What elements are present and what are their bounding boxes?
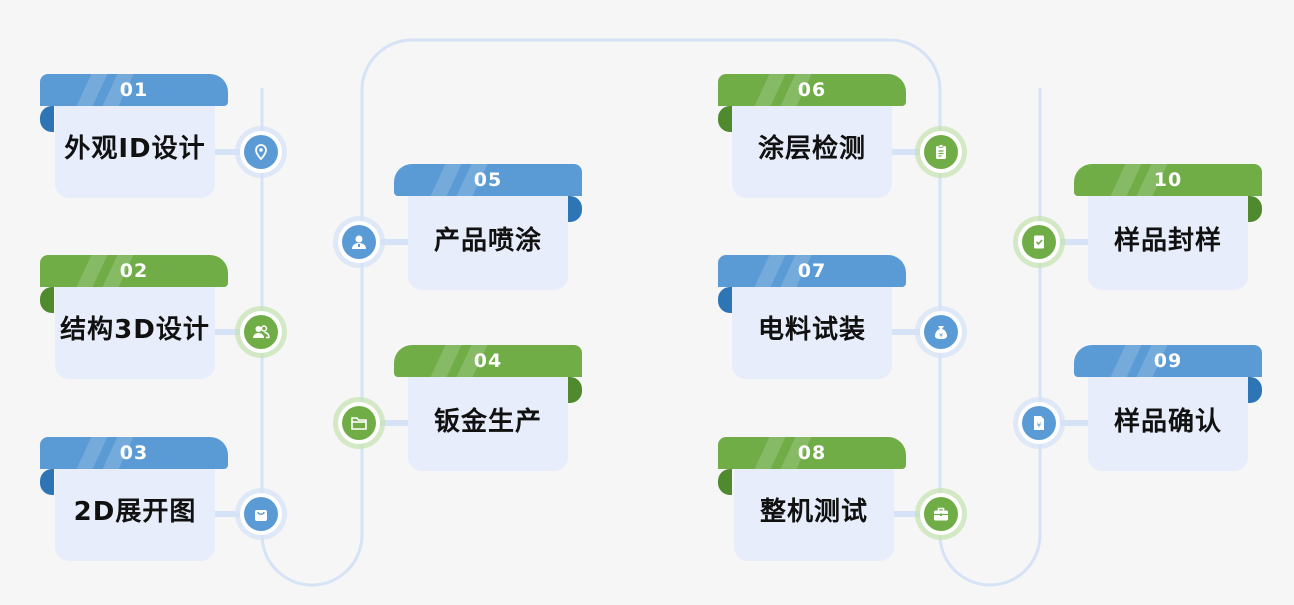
step-title: 整机测试 [759,496,868,527]
step-ribbon: 07 [718,255,906,287]
svg-text:¥: ¥ [1037,422,1042,430]
step-title: 样品确认 [1113,406,1222,437]
step-ribbon: 08 [718,437,906,469]
step-title: 2D展开图 [73,496,197,527]
step-ribbon: 09 [1074,345,1262,377]
step-node-10[interactable] [1018,221,1060,263]
ribbon-fold [718,287,732,313]
step-node-01[interactable] [240,131,282,173]
clipboard-icon [936,144,946,159]
shopping-bag-icon [255,510,267,521]
step-number: 02 [119,260,149,282]
step-title: 外观ID设计 [64,133,206,164]
svg-text:¥: ¥ [939,333,943,340]
ribbon-fold [1248,377,1262,403]
step-title: 涂层检测 [757,133,866,164]
step-ribbon: 02 [40,255,228,287]
step-number: 10 [1153,169,1183,191]
step-title: 结构3D设计 [60,314,210,345]
step-node-02[interactable] [240,311,282,353]
step-title: 电料试装 [757,314,866,345]
ribbon-fold [40,287,54,313]
step-number: 06 [797,79,827,101]
step-node-08[interactable] [920,493,962,535]
users-icon [253,325,270,339]
step-node-06[interactable] [920,131,962,173]
step-node-07[interactable]: ¥ [920,311,962,353]
step-number: 09 [1153,350,1183,372]
folder-icon [351,417,367,430]
step-node-04[interactable] [338,402,380,444]
step-node-03[interactable] [240,493,282,535]
step-ribbon: 06 [718,74,906,106]
location-pin-icon [255,144,267,161]
step-ribbon: 03 [40,437,228,469]
person-icon [352,235,366,249]
step-number: 01 [119,79,149,101]
step-number: 05 [473,169,503,191]
step-number: 03 [119,442,149,464]
checklist-icon [1034,235,1044,249]
step-number: 07 [797,260,827,282]
briefcase-icon [934,507,948,521]
step-ribbon: 10 [1074,164,1262,196]
ribbon-fold [718,469,732,495]
step-ribbon: 05 [394,164,582,196]
step-ribbon: 01 [40,74,228,106]
step-title: 样品封样 [1113,225,1222,256]
ribbon-fold [568,196,582,222]
step-ribbon: 04 [394,345,582,377]
document-yen-icon: ¥ [1034,416,1044,430]
ribbon-fold [568,377,582,403]
ribbon-fold [1248,196,1262,222]
step-title: 产品喷涂 [433,225,542,256]
step-number: 04 [473,350,503,372]
ribbon-fold [40,106,54,132]
ribbon-fold [718,106,732,132]
ribbon-fold [40,469,54,495]
step-title: 钣金生产 [433,406,542,437]
step-node-05[interactable] [338,221,380,263]
step-number: 08 [797,442,827,464]
money-bag-icon: ¥ [935,326,947,340]
step-node-09[interactable]: ¥ [1018,402,1060,444]
